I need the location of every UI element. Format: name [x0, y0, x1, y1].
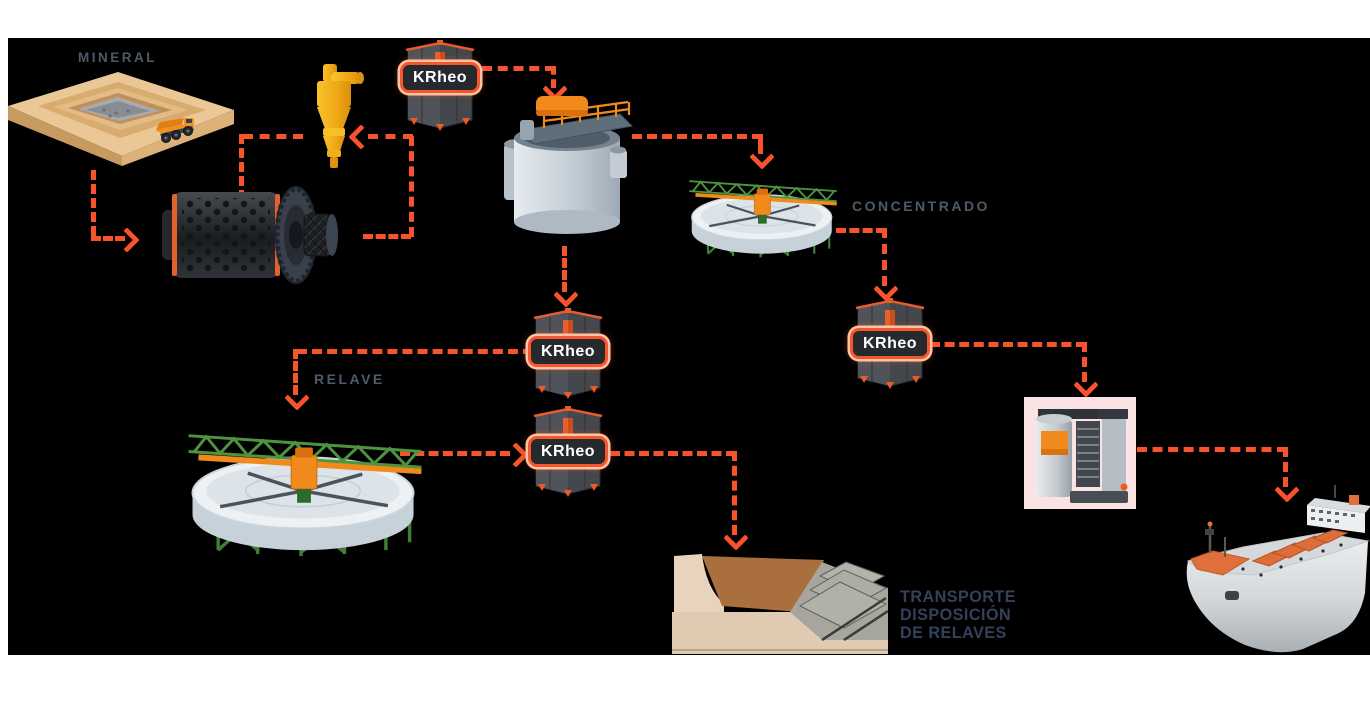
thickener-illustration-concentrate	[688, 166, 838, 260]
tailings-deposit-illustration	[672, 548, 888, 654]
krheo-unit-concentrate-line: KRheo	[850, 298, 930, 394]
relave-label: RELAVE	[314, 371, 385, 387]
krheo-badge: KRheo	[528, 436, 608, 467]
mineral-label: MINERAL	[78, 50, 157, 65]
diagram-canvas	[8, 38, 1370, 655]
ball-mill-illustration	[158, 176, 340, 294]
tailings-caption-line: DE RELAVES	[900, 623, 1007, 642]
hydrocyclone-illustration	[303, 64, 367, 168]
agitated-tank-illustration	[498, 92, 636, 238]
tailings-caption: TRANSPORTE DISPOSICIÓN DE RELAVES	[900, 588, 1016, 642]
krheo-unit-tailings-line: KRheo	[528, 406, 608, 502]
tailings-caption-line: DISPOSICIÓN	[900, 605, 1012, 624]
krheo-badge: KRheo	[400, 62, 480, 93]
krheo-badge: KRheo	[850, 328, 930, 359]
concentrado-label: CONCENTRADO	[852, 198, 990, 214]
krheo-unit-tank-underflow: KRheo	[528, 308, 608, 404]
krheo-unit-grinding: KRheo	[400, 40, 480, 136]
haul-truck-icon	[156, 118, 194, 143]
bulk-carrier-ship-illustration	[1183, 483, 1370, 655]
thickener-illustration-tailings	[186, 412, 424, 560]
krheo-badge: KRheo	[528, 336, 608, 367]
filter-press-photo	[1024, 397, 1136, 509]
tailings-caption-line: TRANSPORTE	[900, 587, 1017, 606]
open-pit-mine-illustration	[8, 66, 234, 166]
